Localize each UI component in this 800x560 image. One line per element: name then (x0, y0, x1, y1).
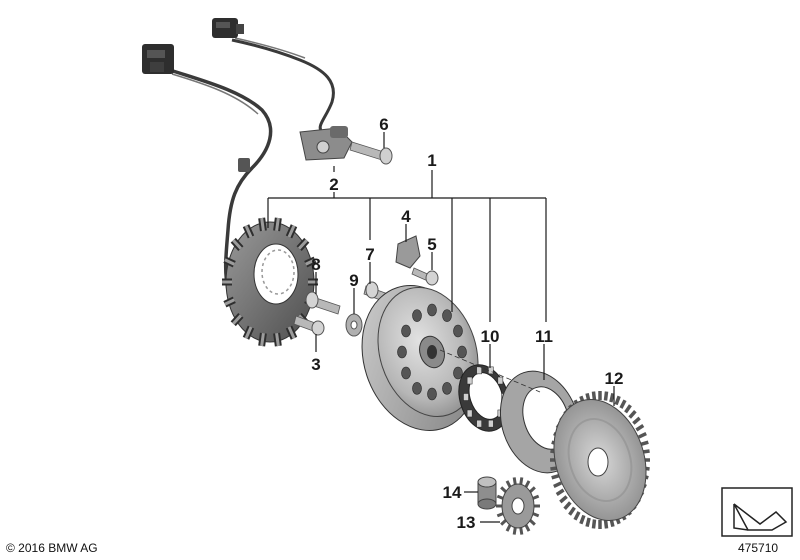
freewheel-roller (466, 376, 473, 385)
large-gear-tooth (579, 514, 586, 525)
large-gear-tooth (614, 395, 621, 406)
freewheel-roller (488, 366, 494, 375)
connector-plug-large (142, 44, 174, 74)
callout-4: 4 (401, 207, 411, 226)
large-gear-tooth (551, 473, 560, 480)
bracket-part-4 (395, 235, 421, 269)
stator-tooth-highlight (298, 239, 308, 250)
rotor-hole (457, 345, 467, 359)
bolt-part-7 (363, 281, 389, 303)
large-gear-tooth (553, 481, 562, 488)
callout-1: 1 (427, 151, 436, 170)
callout-9: 9 (349, 271, 358, 290)
bolt-part-8 (305, 291, 341, 315)
rotor-hole (401, 324, 411, 338)
stator-tooth-highlight (287, 225, 296, 238)
stator-tooth-highlight (275, 217, 280, 231)
callout-5: 5 (427, 235, 436, 254)
callout-6: 6 (379, 115, 388, 134)
freewheel-roller (476, 366, 482, 375)
large-gear-tooth (563, 501, 572, 510)
callout-8: 8 (311, 255, 320, 274)
stator-tooth-highlight (224, 258, 235, 266)
stator-tooth-highlight (232, 239, 242, 250)
rotor-hole (442, 382, 452, 395)
freewheel-roller (466, 409, 473, 418)
stator-tooth-highlight (224, 298, 235, 306)
rotor-flywheel (361, 285, 479, 431)
large-gear-tooth (555, 488, 565, 496)
bolt-part-6 (349, 141, 393, 165)
copyright-text: © 2016 BMW AG (6, 541, 98, 555)
large-gear-tooth (559, 495, 568, 504)
large-gear-tooth (609, 392, 615, 403)
stator-tooth-highlight (287, 326, 296, 339)
freewheel-part-10 (458, 364, 510, 432)
document-number: 475710 (738, 541, 779, 555)
stator-tooth-highlight (244, 326, 253, 339)
rotor-hole (453, 324, 463, 338)
connector-plug-small (212, 18, 244, 38)
large-gear-tooth (585, 517, 591, 528)
rotor-hole (427, 387, 437, 401)
stator-teeth (222, 217, 318, 347)
large-gear-tooth (568, 506, 576, 516)
bolt-part-3 (293, 315, 325, 336)
large-gear-tooth (628, 410, 637, 419)
freewheel-roller (476, 419, 482, 428)
rotor-hole (412, 382, 422, 395)
bolt-part-5 (411, 267, 439, 286)
stator-tooth-highlight (244, 225, 253, 238)
large-gear-part-12 (550, 391, 650, 529)
large-gear-tooth (638, 432, 647, 439)
large-gear-tooth (619, 399, 627, 409)
callout-3: 3 (311, 355, 320, 374)
callout-labels: 1 2 3 4 5 6 7 8 9 10 11 12 13 14 (311, 115, 623, 532)
callout-7: 7 (365, 245, 374, 264)
rotor-hole (427, 303, 437, 317)
large-gear-tooth (573, 511, 581, 521)
rotor-hole (412, 309, 422, 322)
callout-14: 14 (443, 483, 462, 502)
large-gear-tooth (635, 424, 645, 432)
leader-lines (267, 132, 615, 523)
large-gear-tooth (640, 440, 649, 447)
rotor-holes (397, 303, 467, 401)
callout-10: 10 (481, 327, 500, 346)
pulse-generator (299, 126, 353, 161)
rotor-hole (401, 366, 411, 380)
callout-12: 12 (605, 369, 624, 388)
large-gear-tooth (624, 404, 632, 414)
stator-tooth-highlight (232, 314, 242, 325)
small-gear-part-13 (496, 477, 540, 535)
large-gear-tooth (603, 391, 609, 401)
callout-13: 13 (457, 513, 476, 532)
rotor-hole (453, 366, 463, 380)
exploded-view-arrow-icon[interactable] (721, 487, 793, 537)
callout-11: 11 (535, 327, 553, 346)
rotor-hole (442, 309, 452, 322)
freewheel-roller (463, 393, 469, 401)
freewheel-roller (488, 419, 494, 428)
large-gear-tooth (632, 416, 641, 425)
washer-part-9 (345, 313, 363, 337)
large-gear-tooth (591, 519, 597, 529)
stator-tooth-highlight (260, 217, 265, 231)
cable-clip (238, 158, 250, 172)
freewheel-roller (497, 376, 504, 385)
rotor-hole (397, 345, 407, 359)
stator (222, 217, 318, 347)
stator-tooth-highlight (305, 258, 316, 266)
wiring-harness (169, 37, 335, 291)
stator-tooth-highlight (260, 333, 265, 347)
callout-2: 2 (329, 175, 338, 194)
stator-tooth-highlight (275, 333, 280, 347)
bushing-part-14 (477, 476, 497, 510)
